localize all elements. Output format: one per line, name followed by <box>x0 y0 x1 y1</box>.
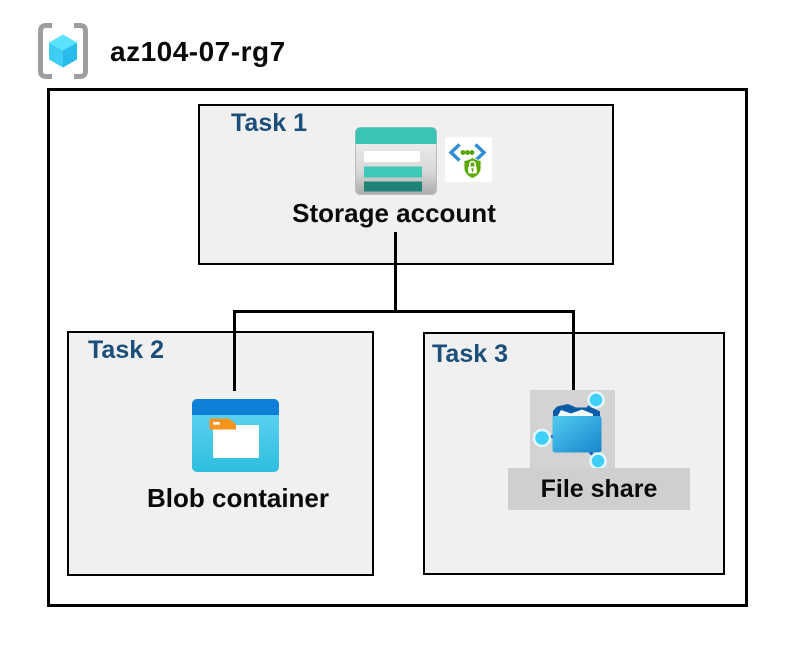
blob-container-label: Blob container <box>146 483 330 513</box>
blob-container-icon <box>192 399 279 472</box>
task1-label: Task 1 <box>231 109 307 137</box>
file-share-label-highlight: File share <box>508 468 690 510</box>
task3-label: Task 3 <box>432 340 508 368</box>
connector-to-fileshare <box>572 310 575 392</box>
resource-group-icon <box>36 22 90 80</box>
connector-branch <box>233 310 575 313</box>
sas-shield-icon <box>445 137 492 182</box>
task2-label: Task 2 <box>88 336 164 364</box>
connector-to-blob <box>233 310 236 391</box>
file-share-icon <box>532 391 607 470</box>
file-share-label: File share <box>540 474 658 503</box>
storage-account-icon <box>355 127 437 195</box>
resource-group-name: az104-07-rg7 <box>110 36 286 67</box>
file-share-selection-bg <box>530 390 615 470</box>
connector-storage-stem <box>394 232 397 313</box>
storage-account-label: Storage account <box>292 198 496 228</box>
